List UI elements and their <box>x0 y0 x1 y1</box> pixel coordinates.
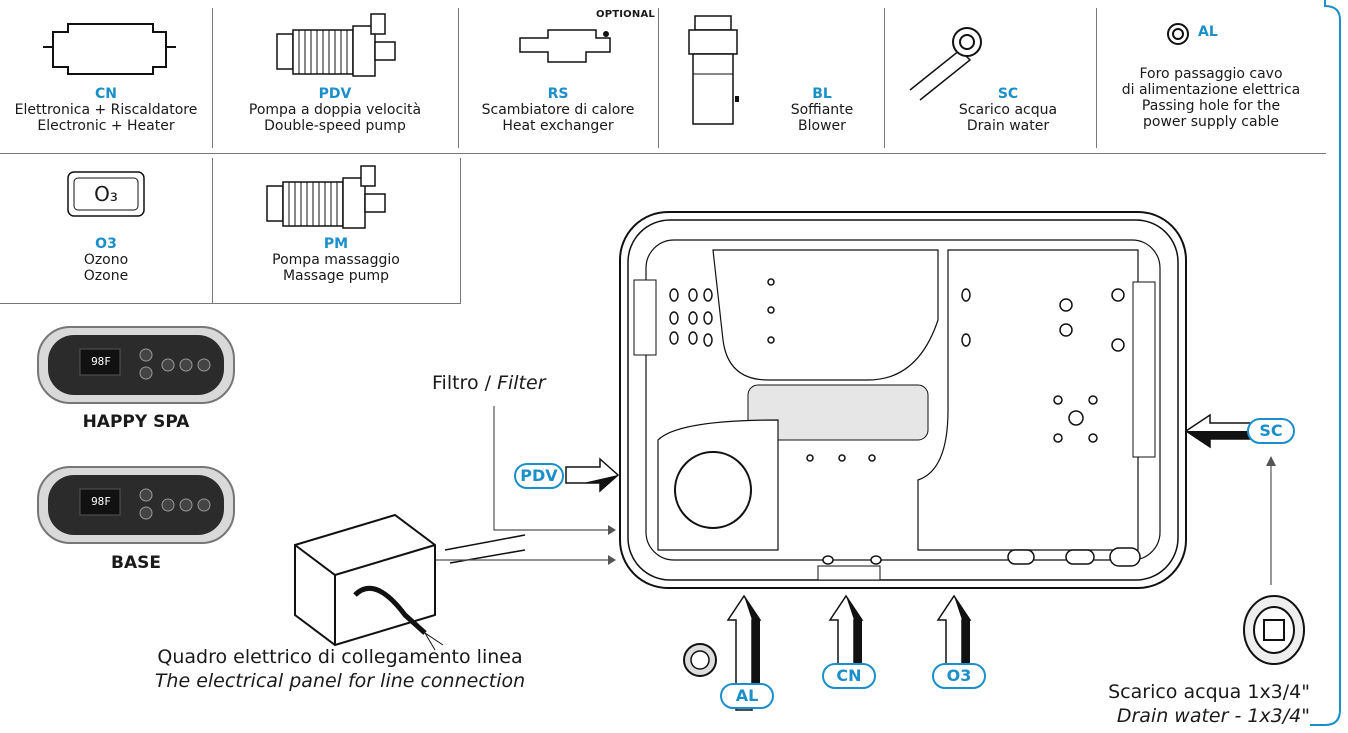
legend-code: SC <box>997 86 1019 102</box>
legend-line-it: Pompa a doppia velocità <box>248 102 422 118</box>
legend-line-en: Double-speed pump <box>264 118 406 134</box>
filter-label-en: Filter <box>497 372 546 394</box>
legend-line-it: Ozono <box>83 252 129 268</box>
divider <box>212 158 213 303</box>
legend-line-it: Scarico acqua <box>958 102 1058 118</box>
legend-line-it: Pompa massaggio <box>272 252 400 268</box>
grommet-icon <box>683 643 717 677</box>
pump-icon <box>276 13 396 77</box>
heat-exchanger-icon <box>519 29 611 63</box>
filter-label: Filtro / Filter <box>432 372 546 394</box>
electrical-box-icon <box>294 513 526 651</box>
legend-code: PDV <box>318 86 352 102</box>
legend-line-en: Electronic + Heater <box>37 118 175 134</box>
blower-icon <box>688 15 739 125</box>
legend-code: RS <box>547 86 569 102</box>
legend-line-it: Scambiatore di calore <box>481 102 635 118</box>
legend-cn: CN Elettronica + Riscaldatore Electronic… <box>0 86 212 134</box>
legend-al: Foro passaggio cavo di alimentazione ele… <box>1096 66 1326 130</box>
panel-label: HAPPY SPA <box>82 412 190 432</box>
panel-display: 98F <box>91 495 111 508</box>
caption-it: Quadro elettrico di collegamento linea <box>157 646 523 668</box>
control-unit-icon <box>43 23 176 75</box>
legend-line-en: power supply cable <box>1143 114 1279 130</box>
ozone-symbol: O₃ <box>94 182 118 206</box>
optional-tag: OPTIONAL <box>596 9 655 20</box>
legend-rs: RS Scambiatore di calore Heat exchanger <box>458 86 658 134</box>
divider <box>460 158 461 303</box>
callout-o3: O3 <box>932 663 986 689</box>
legend-line-en: Heat exchanger <box>502 118 614 134</box>
legend-line-en: Massage pump <box>282 268 390 284</box>
legend-pdv: PDV Pompa a doppia velocità Double-speed… <box>212 86 458 134</box>
panel-display: 98F <box>91 355 111 368</box>
caption-it: Scarico acqua 1x3/4" <box>1108 681 1310 703</box>
spa-tub-diagram <box>619 211 1187 589</box>
drain-fitting-icon <box>1243 595 1305 665</box>
divider <box>884 8 885 148</box>
legend-code: O3 <box>95 236 117 252</box>
legend-line-it: Foro passaggio cavo <box>1139 66 1283 82</box>
filter-label-it: Filtro / <box>432 372 492 394</box>
legend-bl: BL Soffiante Blower <box>760 86 884 134</box>
callout-pdv: PDV <box>514 463 564 489</box>
massage-pump-icon <box>266 165 386 229</box>
divider <box>0 303 461 304</box>
control-panel-base <box>37 466 235 544</box>
legend-code: PM <box>323 236 349 252</box>
electrical-panel-caption: Quadro elettrico di collegamento linea T… <box>140 645 540 693</box>
legend-line-en: Passing hole for the <box>1141 98 1281 114</box>
legend-pm: PM Pompa massaggio Massage pump <box>212 236 460 284</box>
panel-label: BASE <box>111 553 161 573</box>
divider <box>0 153 1326 154</box>
legend-code: BL <box>812 86 832 102</box>
legend-sc: SC Scarico acqua Drain water <box>920 86 1096 134</box>
legend-code: AL <box>1198 24 1218 40</box>
divider <box>658 8 659 148</box>
divider <box>458 8 459 148</box>
control-panel-happy-spa <box>37 326 235 404</box>
divider <box>1096 8 1097 148</box>
legend-line-en: Ozone <box>83 268 129 284</box>
drain-valve-icon <box>909 27 982 101</box>
grommet-icon <box>1167 23 1189 45</box>
legend-line-en: Drain water <box>966 118 1050 134</box>
caption-en: The electrical panel for line connection <box>154 670 526 692</box>
legend-line-en: Blower <box>798 118 846 134</box>
callout-al: AL <box>720 683 774 709</box>
legend-line-it: Soffiante <box>790 102 854 118</box>
legend-line-it: di alimentazione elettrica <box>1121 82 1301 98</box>
legend-code: CN <box>95 86 117 102</box>
callout-sc: SC <box>1247 418 1295 444</box>
caption-en: Drain water - 1x3/4" <box>1116 705 1310 727</box>
callout-cn: CN <box>822 663 876 689</box>
legend-o3: O3 Ozono Ozone <box>0 236 212 284</box>
divider <box>212 8 213 148</box>
ozonator-icon <box>67 171 145 217</box>
legend-line-it: Elettronica + Riscaldatore <box>14 102 198 118</box>
drain-caption: Scarico acqua 1x3/4" Drain water - 1x3/4… <box>1050 680 1310 728</box>
